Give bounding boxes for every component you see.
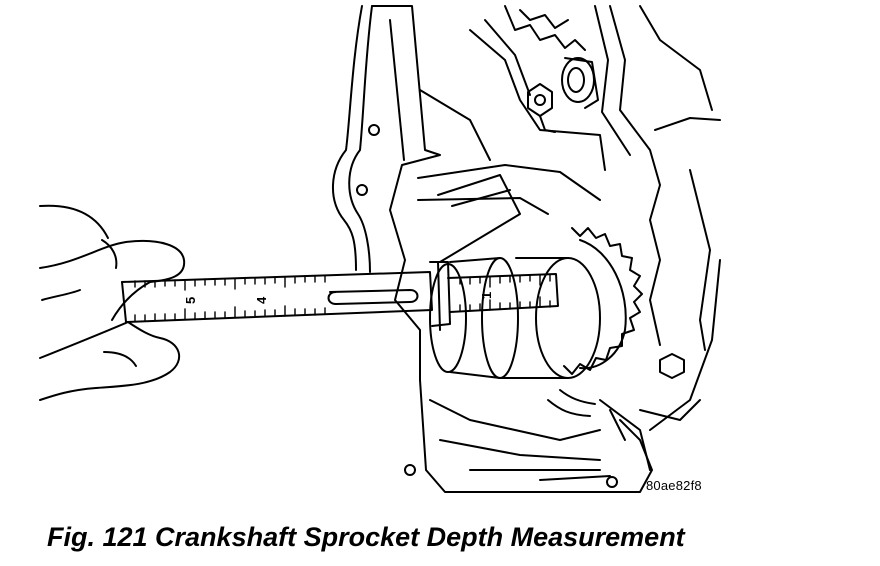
depth-gauge: 5 4 1 — [121, 261, 559, 331]
hand — [39, 204, 186, 401]
figure-caption: Fig. 121 Crankshaft Sprocket Depth Measu… — [47, 522, 685, 552]
scale-number-5: 5 — [183, 297, 198, 304]
scale-number-1: 1 — [479, 292, 494, 299]
image-code: 80ae82f8 — [646, 478, 702, 493]
crankshaft-sprocket — [429, 227, 651, 471]
engine-block — [332, 5, 721, 493]
technical-illustration: 5 4 1 — [39, 5, 721, 493]
scale-number-4: 4 — [254, 296, 269, 304]
